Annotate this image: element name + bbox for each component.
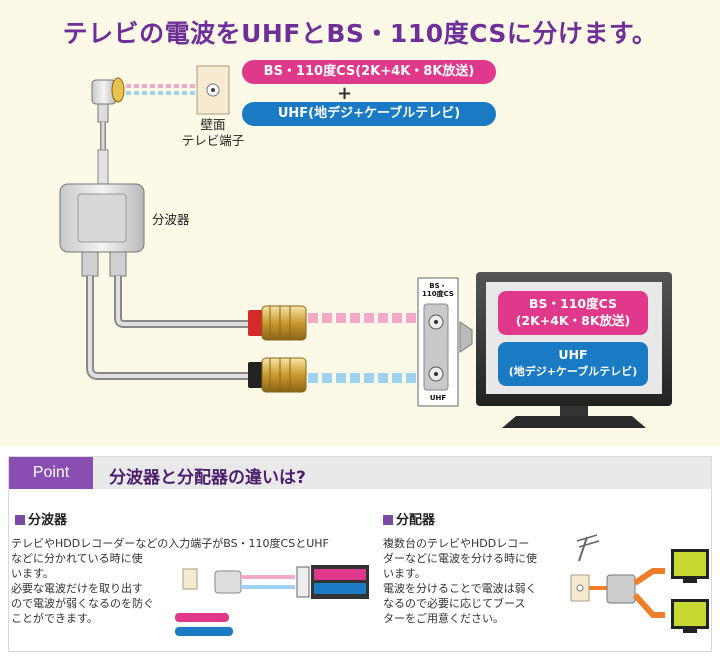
tv-uhf-box: UHF (地デジ+ケーブルテレビ) — [498, 342, 648, 386]
angle-connector — [91, 77, 125, 185]
mini-distributor-diagram — [570, 534, 709, 633]
left-heading-text: 分波器 — [28, 513, 68, 528]
left-text: テレビやHDDレコーダーなどの入力端子がBS・110度CSとUHF などに分かれ… — [11, 537, 329, 625]
tv-uhf-line2: (地デジ+ケーブルテレビ) — [508, 365, 638, 378]
heading-square-icon — [383, 515, 393, 525]
right-text: 複数台のテレビやHDDレコー ダーなどに電波を分ける時に使 います。 電波を分け… — [383, 537, 537, 625]
mini-splitter-diagram — [175, 565, 369, 636]
tv-signal-lines — [308, 313, 418, 383]
tv-bs-line1: BS・110度CS — [528, 296, 618, 311]
wall-socket-label: 壁面 テレビ端子 — [181, 117, 245, 148]
wall-signal-lines — [126, 84, 196, 95]
splitter-label: 分波器 — [152, 212, 190, 227]
right-heading-text: 分配器 — [396, 513, 436, 528]
tv-bs-line2: (2K+4K・8K放送) — [515, 313, 631, 328]
left-heading: 分波器 — [15, 509, 67, 528]
signal-uhf-pill: UHF(地デジ+ケーブルテレビ) — [242, 102, 496, 126]
headline: テレビの電波をUHFとBS・110度CSに分けます。 — [62, 19, 658, 48]
point-tag: Point — [9, 457, 93, 489]
tv-uhf-line1: UHF — [558, 347, 588, 362]
plus-sign: + — [337, 83, 353, 104]
bs-plug — [248, 305, 307, 341]
signal-bs-pill: BS・110度CS(2K+4K・8K放送) — [242, 60, 496, 84]
tv-bs-box: BS・110度CS (2K+4K・8K放送) — [498, 291, 648, 335]
uhf-plug — [248, 357, 307, 393]
tv-port-bs-label: BS・ 110度CS — [422, 282, 454, 298]
tv-port-panel — [417, 277, 473, 407]
point-header — [9, 457, 711, 489]
point-section: Point 分波器と分配器の違いは? 分波器 テレビやHDDレコーダーなどの入力… — [8, 456, 712, 652]
right-heading: 分配器 — [383, 509, 435, 528]
heading-square-icon — [15, 515, 25, 525]
tv-port-uhf-label: UHF — [429, 394, 447, 402]
point-title: 分波器と分配器の違いは? — [109, 468, 306, 488]
wall-socket — [196, 65, 230, 115]
splitter-device — [59, 183, 145, 277]
output-cables — [86, 276, 250, 380]
